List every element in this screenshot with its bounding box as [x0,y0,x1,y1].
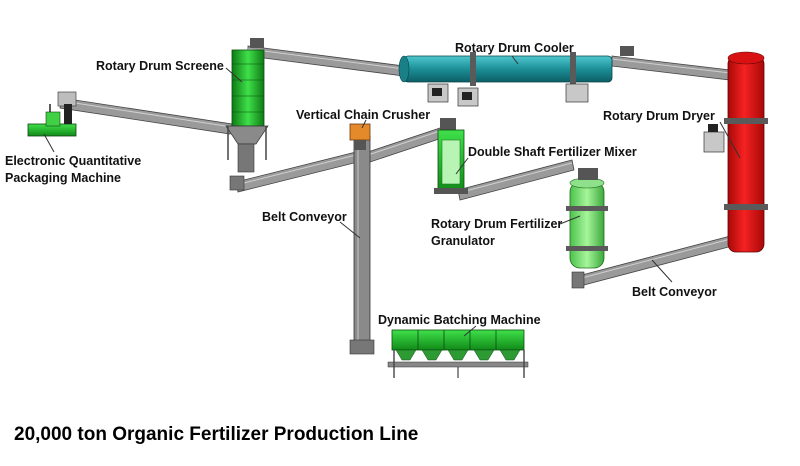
label-packaging-machine-line2: Packaging Machine [5,171,122,185]
diagram-caption: 20,000 ton Organic Fertilizer Production… [14,424,419,445]
label-double-shaft-fertilizer-mixer: Double Shaft Fertilizer Mixer [468,145,637,159]
leader-lines [43,55,741,337]
vertical-belt-conveyor [349,135,375,355]
double-shaft-fertilizer-mixer [434,129,468,194]
label-dynamic-batching-machine: Dynamic Batching Machine [378,313,541,327]
label-vertical-chain-crusher: Vertical Chain Crusher [296,108,431,122]
rotary-drum-dryer [703,51,768,253]
conveyor-packaging [57,91,233,135]
conveyor-crusher-to-screene [229,151,359,193]
label-rotary-drum-screene: Rotary Drum Screene [96,59,224,73]
label-rotary-drum-dryer: Rotary Drum Dryer [603,109,715,123]
label-packaging-machine-line1: Electronic Quantitative [5,154,142,168]
rotary-drum-granulator [566,168,608,269]
rotary-drum-screene [225,49,269,173]
rotary-drum-cooler [398,52,613,107]
label-granulator-line1: Rotary Drum Fertilizer [431,217,563,231]
conveyor-cooler-to-dryer [611,46,731,81]
conveyor-granulator-to-mixer [457,159,575,201]
label-belt-conveyor-right: Belt Conveyor [632,285,717,299]
label-granulator-line2: Granulator [431,234,495,248]
packaging-machine [27,104,77,137]
dynamic-batching-machine [387,329,529,378]
label-belt-conveyor-left: Belt Conveyor [262,210,347,224]
conveyor-to-screene-top [247,38,405,77]
vertical-chain-crusher [349,123,371,150]
label-rotary-drum-cooler: Rotary Drum Cooler [455,41,574,55]
